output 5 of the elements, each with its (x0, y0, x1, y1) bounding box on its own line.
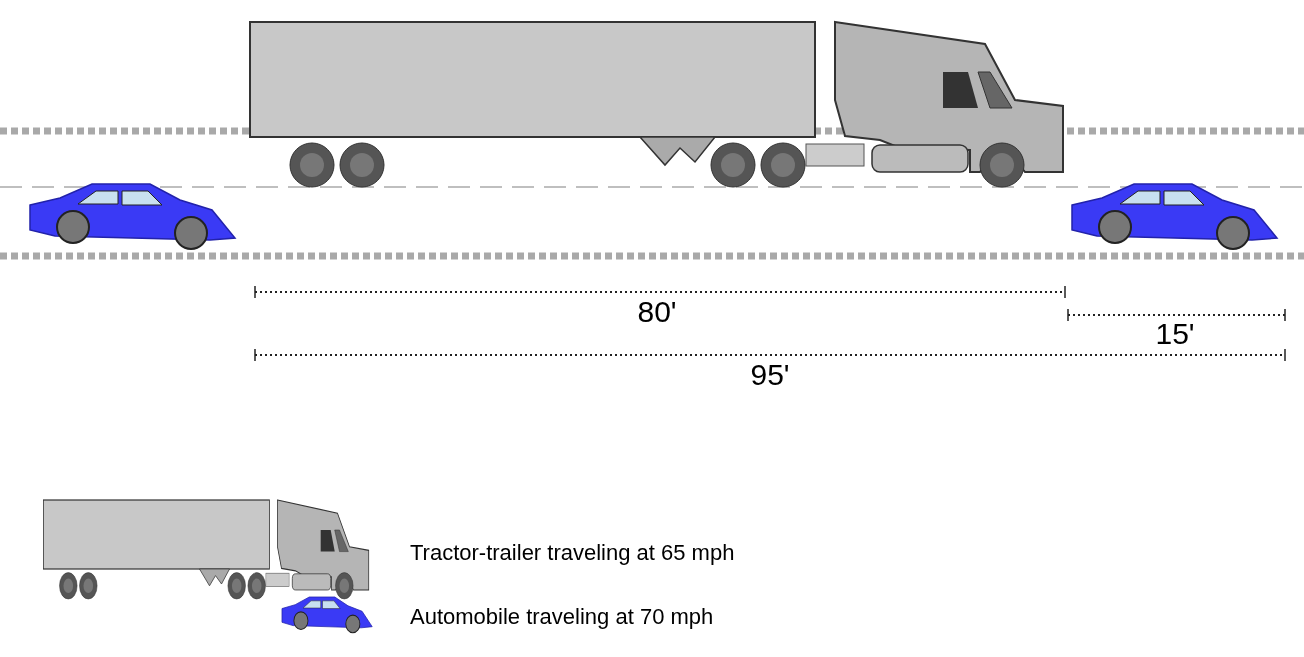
dimension-label: 80' (637, 295, 677, 329)
legend-label: Tractor-trailer traveling at 65 mph (410, 540, 735, 566)
legend-label: Automobile traveling at 70 mph (410, 604, 714, 630)
dimension-label: 15' (1155, 317, 1195, 351)
dimension-label: 95' (750, 358, 790, 392)
